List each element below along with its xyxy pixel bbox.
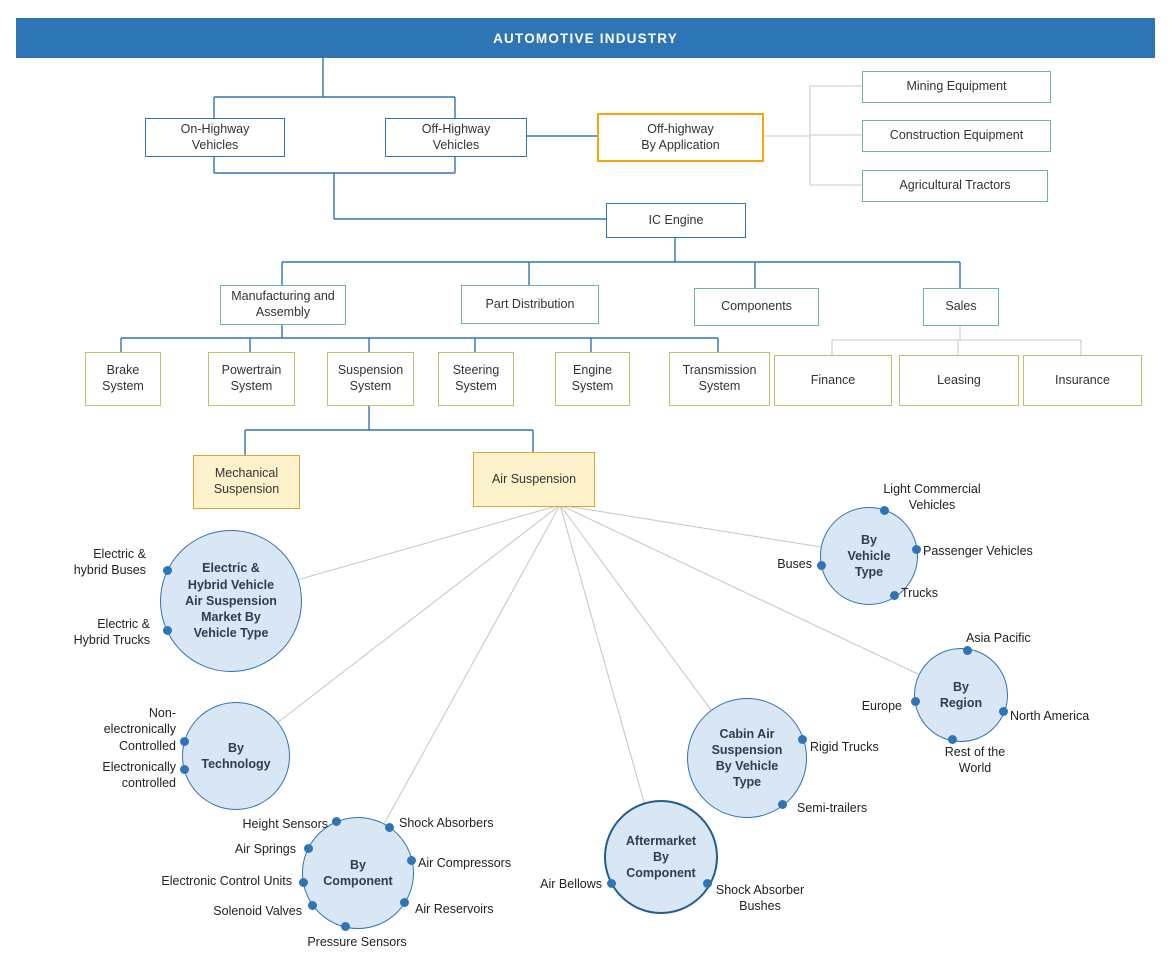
node-air-suspension: Air Suspension (473, 452, 595, 507)
industry-banner: AUTOMOTIVE INDUSTRY (16, 18, 1155, 58)
label-electronic-control-units: Electronic Control Units (161, 874, 292, 888)
node-off-highway-by-application: Off-highway By Application (597, 113, 764, 162)
label-electric-hybrid-buses: Electric & hybrid Buses (73, 547, 146, 578)
label-semi-trailers: Semi-trailers (797, 801, 868, 815)
node-dot-air-compressors (406, 855, 416, 865)
node-mechanical-suspension: Mechanical Suspension (193, 455, 300, 509)
node-dot-shock-absorber-bushes (702, 878, 712, 888)
segment-by-vehicle-type-circle: By Vehicle Type (820, 507, 918, 605)
label-shock-absorber-bushes: Shock Absorber Bushes (715, 883, 805, 914)
node-steering-system: Steering System (438, 352, 514, 406)
node-dot-electronically-controlled (179, 764, 189, 774)
node-dot-rest-of-world (947, 734, 957, 744)
node-dot-electronic-control-units (298, 877, 308, 887)
label-air-compressors: Air Compressors (418, 856, 512, 870)
label-solenoid-valves: Solenoid Valves (213, 904, 302, 918)
label-asia-pacific: Asia Pacific (966, 631, 1031, 645)
node-dot-height-sensors (331, 816, 341, 826)
node-dot-electric-hybrid-buses (162, 565, 172, 575)
node-brake-system: Brake System (85, 352, 161, 406)
label-electric-hybrid-trucks: Electric & Hybrid Trucks (73, 617, 150, 648)
node-dot-semi-trailers (777, 799, 787, 809)
label-rest-of-world: Rest of the World (944, 745, 1006, 776)
node-dot-non-electronically-controlled (179, 736, 189, 746)
node-dot-pressure-sensors (340, 921, 350, 931)
node-dot-air-reservoirs (399, 897, 409, 907)
node-dot-air-bellows (606, 878, 616, 888)
node-ic-engine: IC Engine (606, 203, 746, 238)
node-dot-solenoid-valves (307, 900, 317, 910)
label-rigid-trucks: Rigid Trucks (810, 740, 879, 754)
node-dot-north-america (998, 706, 1008, 716)
label-light-commercial-vehicles: Light Commercial Vehicles (883, 482, 981, 513)
node-transmission-system: Transmission System (669, 352, 770, 406)
node-powertrain-system: Powertrain System (208, 352, 295, 406)
segment-by-component-circle: By Component (302, 817, 414, 929)
node-dot-passenger-vehicles (911, 544, 921, 554)
node-construction-equipment: Construction Equipment (862, 120, 1051, 152)
node-dot-europe (910, 696, 920, 706)
node-off-highway-vehicles: Off-Highway Vehicles (385, 118, 527, 157)
label-air-reservoirs: Air Reservoirs (415, 902, 494, 916)
node-dot-buses (816, 560, 826, 570)
label-height-sensors: Height Sensors (242, 817, 328, 831)
node-sales: Sales (923, 288, 999, 326)
node-dot-air-springs (303, 843, 313, 853)
label-trucks: Trucks (901, 586, 939, 600)
label-passenger-vehicles: Passenger Vehicles (923, 544, 1033, 558)
segment-cabin-air-suspension-circle: Cabin Air Suspension By Vehicle Type (687, 698, 807, 818)
node-part-distribution: Part Distribution (461, 285, 599, 324)
label-pressure-sensors: Pressure Sensors (307, 935, 407, 949)
label-non-electronically-controlled: Non- electronically Controlled (103, 706, 176, 753)
node-dot-electric-hybrid-trucks (162, 625, 172, 635)
node-suspension-system: Suspension System (327, 352, 414, 406)
node-finance: Finance (774, 355, 892, 406)
segment-by-region-circle: By Region (914, 648, 1008, 742)
label-europe: Europe (861, 699, 902, 713)
label-electronically-controlled: Electronically controlled (102, 760, 176, 791)
node-mining-equipment: Mining Equipment (862, 71, 1051, 103)
node-dot-shock-absorbers (384, 822, 394, 832)
node-dot-asia-pacific (962, 645, 972, 655)
node-insurance: Insurance (1023, 355, 1142, 406)
node-dot-trucks (889, 590, 899, 600)
segment-ehv-air-suspension-circle: Electric & Hybrid Vehicle Air Suspension… (160, 530, 302, 672)
label-air-springs: Air Springs (234, 842, 296, 856)
node-dot-light-commercial-vehicles (879, 505, 889, 515)
node-leasing: Leasing (899, 355, 1019, 406)
node-engine-system: Engine System (555, 352, 630, 406)
label-air-bellows: Air Bellows (540, 877, 602, 891)
segment-by-technology-circle: By Technology (182, 702, 290, 810)
node-dot-rigid-trucks (797, 734, 807, 744)
node-on-highway-vehicles: On-Highway Vehicles (145, 118, 285, 157)
label-buses: Buses (777, 557, 812, 571)
label-shock-absorbers: Shock Absorbers (399, 816, 494, 830)
node-agricultural-tractors: Agricultural Tractors (862, 170, 1048, 202)
node-manufacturing-and-assembly: Manufacturing and Assembly (220, 285, 346, 325)
label-north-america: North America (1010, 709, 1090, 723)
node-components: Components (694, 288, 819, 326)
segment-aftermarket-by-component-circle: Aftermarket By Component (604, 800, 718, 914)
